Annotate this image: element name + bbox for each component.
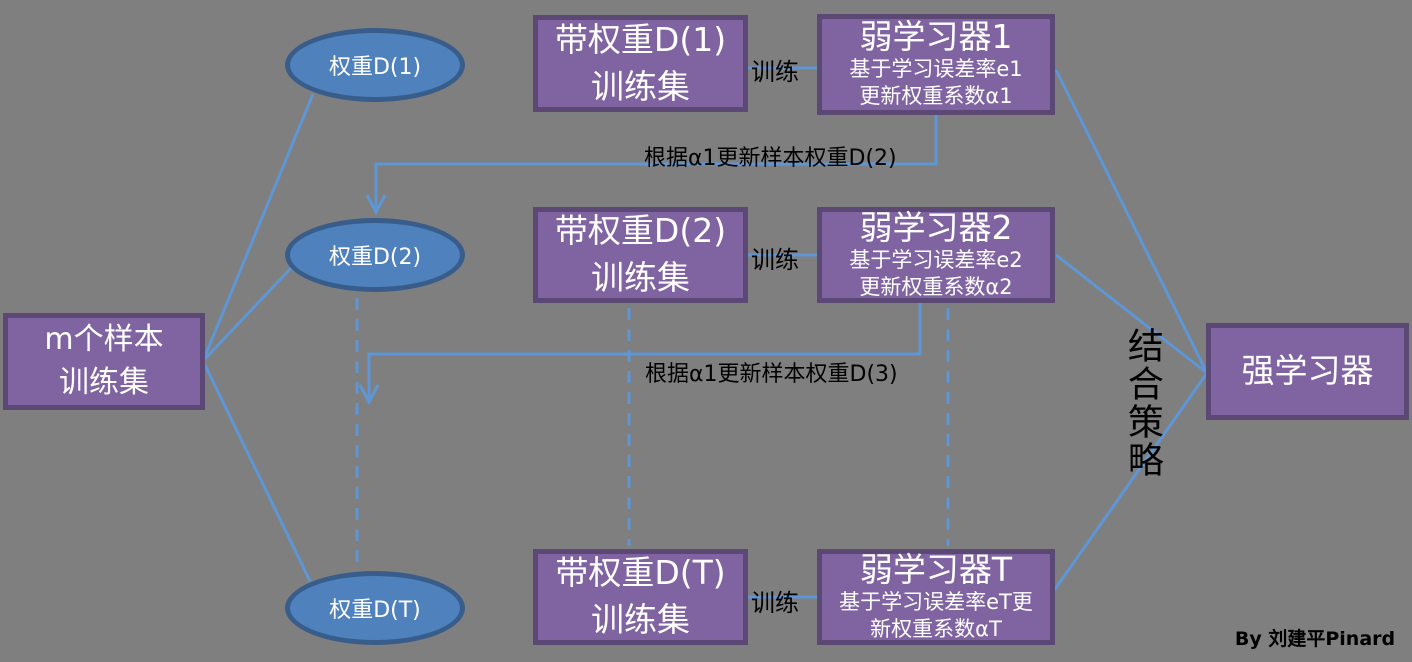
weight-ellipse-1: 权重D(1) bbox=[285, 28, 465, 102]
edge-source-to-weight1 bbox=[201, 93, 315, 362]
edge-weak2-to-strong bbox=[1055, 253, 1208, 375]
train-label-T: 训练 bbox=[751, 589, 799, 617]
edge-source-to-weight2 bbox=[201, 266, 293, 363]
weak-learner-T-title: 弱学习器T bbox=[859, 549, 1013, 589]
trainset-box-T-label: 带权重D(T) 训练集 bbox=[555, 553, 726, 639]
weight-ellipse-T: 权重D(T) bbox=[285, 571, 465, 645]
weight-ellipse-2-label: 权重D(2) bbox=[328, 245, 422, 270]
train-label-2: 训练 bbox=[751, 246, 799, 274]
strong-learner-label: 强学习器 bbox=[1241, 351, 1374, 391]
weak-learner-1-detail: 基于学习误差率e1 更新权重系数α1 bbox=[849, 57, 1023, 109]
arrowhead-feedback-2 bbox=[358, 384, 380, 406]
weight-ellipse-T-label: 权重D(T) bbox=[329, 598, 421, 623]
trainset-box-1-label: 带权重D(1) 训练集 bbox=[554, 19, 727, 106]
trainset-box-2: 带权重D(2) 训练集 bbox=[533, 207, 748, 303]
feedback-label-1: 根据α1更新样本权重D(2) bbox=[644, 146, 897, 171]
source-trainset-label: m个样本 训练集 bbox=[44, 321, 164, 400]
edge-source-to-weightT bbox=[201, 360, 312, 582]
train-label-1: 训练 bbox=[751, 58, 799, 86]
weak-learner-2-title: 弱学习器2 bbox=[859, 207, 1013, 247]
source-trainset-box: m个样本 训练集 bbox=[3, 313, 205, 410]
weak-learner-1-title: 弱学习器1 bbox=[859, 17, 1013, 57]
trainset-box-1: 带权重D(1) 训练集 bbox=[533, 15, 748, 112]
credit-text: By 刘建平Pinard bbox=[1234, 628, 1396, 650]
trainset-box-T: 带权重D(T) 训练集 bbox=[533, 549, 748, 645]
edge-weak1-to-strong bbox=[1054, 69, 1209, 374]
edge-feedback-2 bbox=[367, 301, 922, 400]
edge-feedback-1 bbox=[374, 113, 938, 210]
weak-learner-box-T: 弱学习器T 基于学习误差率eT更 新权重系数αT bbox=[817, 549, 1055, 645]
weak-learner-T-detail: 基于学习误差率eT更 新权重系数αT bbox=[839, 589, 1033, 641]
weak-learner-box-1: 弱学习器1 基于学习误差率e1 更新权重系数α1 bbox=[817, 14, 1055, 115]
weight-ellipse-1-label: 权重D(1) bbox=[328, 55, 422, 80]
edge-weakT-to-strong bbox=[1051, 372, 1209, 593]
weak-learner-2-detail: 基于学习误差率e2 更新权重系数α2 bbox=[849, 247, 1023, 299]
arrowhead-feedback-1 bbox=[365, 194, 387, 216]
strong-learner-box: 强学习器 bbox=[1206, 323, 1409, 420]
weak-learner-box-2: 弱学习器2 基于学习误差率e2 更新权重系数α2 bbox=[817, 207, 1055, 303]
feedback-label-2: 根据α1更新样本权重D(3) bbox=[645, 362, 898, 387]
weight-ellipse-2: 权重D(2) bbox=[285, 218, 465, 292]
trainset-box-2-label: 带权重D(2) 训练集 bbox=[554, 211, 727, 297]
combine-strategy-label: 结合策略 bbox=[1121, 327, 1163, 479]
